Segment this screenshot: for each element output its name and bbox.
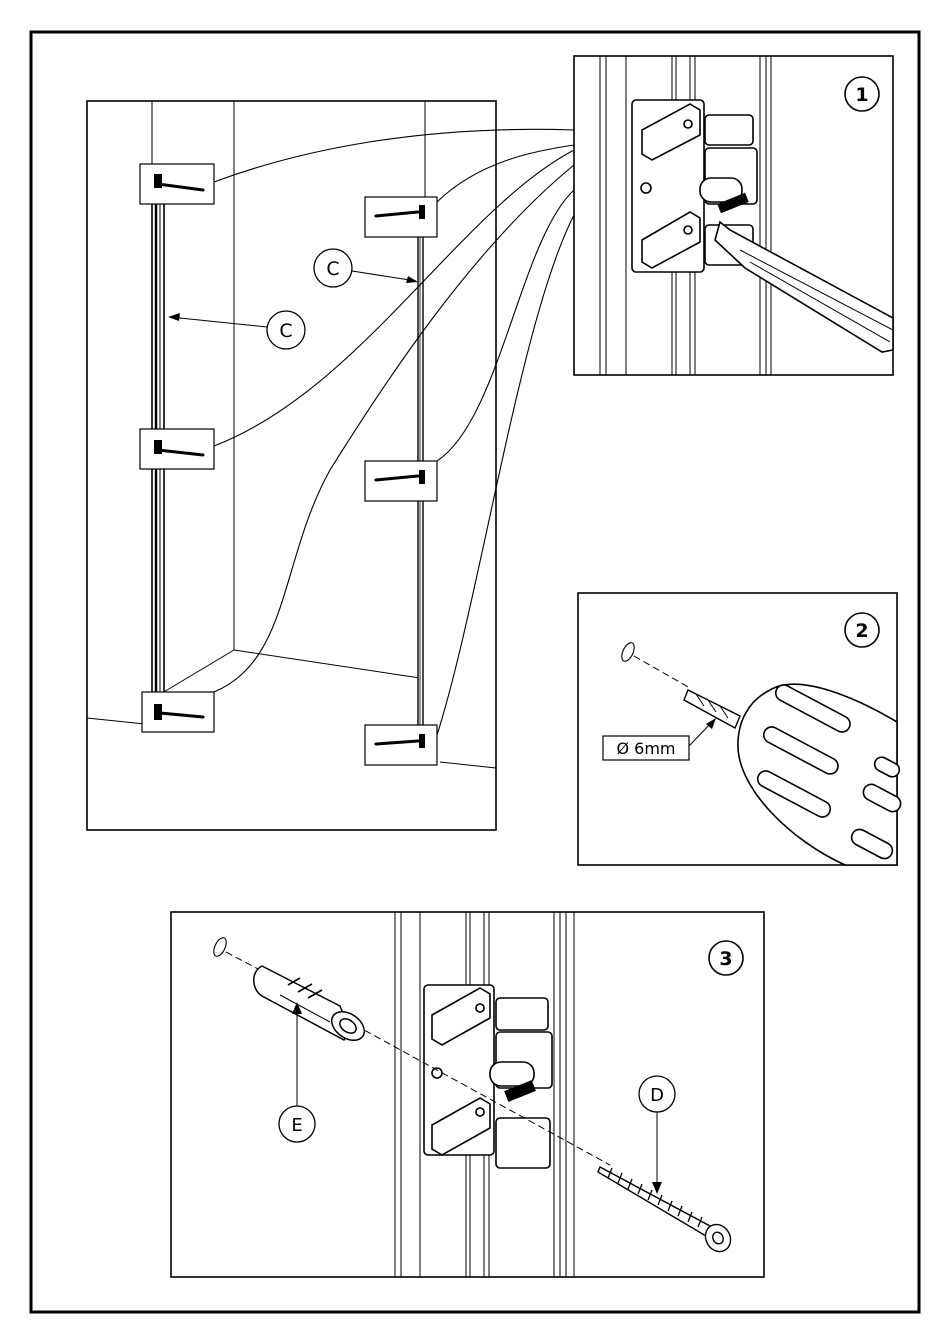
detail-3-panel: E D 3 bbox=[171, 912, 764, 1277]
bracket-box-left-middle bbox=[140, 429, 214, 469]
svg-text:D: D bbox=[650, 1085, 664, 1106]
svg-text:2: 2 bbox=[855, 620, 868, 642]
bracket-detail-3 bbox=[424, 985, 552, 1168]
detail-1-panel: 1 bbox=[574, 56, 893, 375]
bracket-box-left-bottom bbox=[142, 692, 214, 732]
svg-text:C: C bbox=[326, 258, 339, 280]
svg-text:C: C bbox=[279, 320, 292, 342]
svg-text:E: E bbox=[291, 1115, 302, 1136]
overview-panel: C C bbox=[87, 101, 574, 830]
detail-2-panel: Ø 6mm 2 bbox=[578, 593, 903, 865]
svg-text:3: 3 bbox=[719, 948, 732, 970]
svg-text:Ø 6mm: Ø 6mm bbox=[616, 739, 675, 758]
step-3-marker: 3 bbox=[709, 941, 743, 975]
svg-text:1: 1 bbox=[855, 84, 868, 106]
step-2-marker: 2 bbox=[845, 613, 879, 647]
bracket-box-left-top bbox=[140, 164, 214, 204]
step-1-marker: 1 bbox=[845, 77, 879, 111]
